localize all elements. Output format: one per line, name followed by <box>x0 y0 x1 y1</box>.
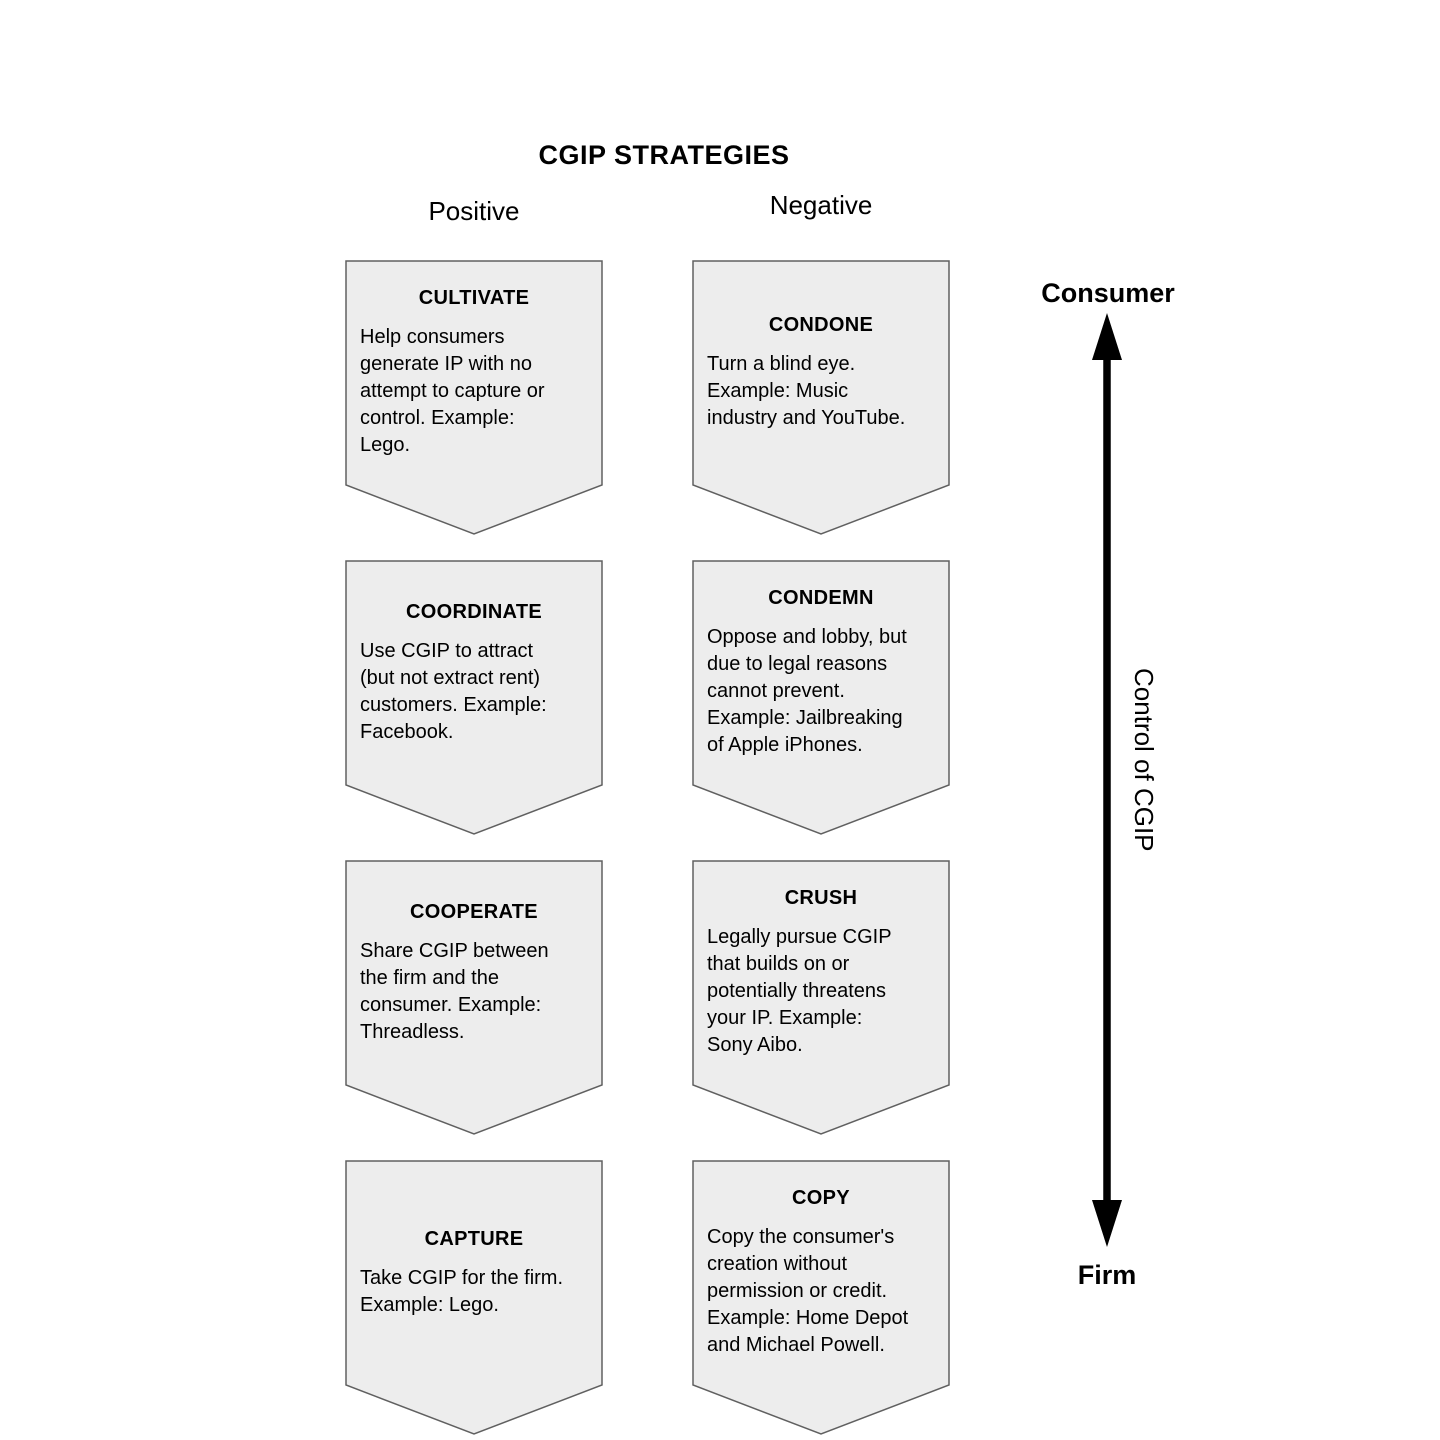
axis-label-control-of-cgip: Control of CGIP <box>1129 668 1159 852</box>
box-title: COOPERATE <box>410 900 538 923</box>
box-content: CONDEMN Oppose and lobby, but due to leg… <box>692 560 950 786</box>
box-title: CONDEMN <box>768 587 874 609</box>
box-title: CULTIVATE <box>418 287 530 309</box>
box-content: CULTIVATE Help consumers generate IP wit… <box>345 260 603 486</box>
axis-label-firm: Firm <box>1077 1260 1137 1290</box>
strategy-box-cultivate: CULTIVATE Help consumers generate IP wit… <box>345 260 603 536</box>
axis-label-consumer: Consumer <box>1041 278 1175 308</box>
strategy-box-crush: CRUSH Legally pursue CGIP that builds on… <box>692 860 950 1136</box>
box-body: Oppose and lobby, but due to legal reaso… <box>707 626 907 756</box>
column-header-negative: Negative <box>769 190 873 220</box>
page-title: CGIP STRATEGIES <box>538 140 790 170</box>
double-arrow-icon <box>1092 313 1122 1247</box>
banner-pentagon-shape <box>345 1160 603 1435</box>
banner-pentagon-shape <box>345 860 603 1135</box>
strategy-box-copy: COPY Copy the consumer's creation withou… <box>692 1160 950 1436</box>
banner-pentagon-shape <box>692 860 950 1135</box>
banner-pentagon-shape <box>692 1160 950 1435</box>
box-body: Take CGIP for the firm. Example: Lego. <box>360 1266 564 1316</box>
box-title: CONDONE <box>768 314 874 336</box>
box-content: COPY Copy the consumer's creation withou… <box>692 1160 950 1386</box>
box-content: COOPERATE Share CGIP between the firm an… <box>345 860 603 1086</box>
banner-pentagon-shape <box>692 260 950 535</box>
box-content: CRUSH Legally pursue CGIP that builds on… <box>692 860 950 1086</box>
box-content: COORDINATE Use CGIP to attract (but not … <box>345 560 603 786</box>
banner-pentagon-shape <box>345 260 603 535</box>
box-title: CAPTURE <box>424 1227 524 1250</box>
box-title: COORDINATE <box>406 600 542 623</box>
strategy-box-cooperate: COOPERATE Share CGIP between the firm an… <box>345 860 603 1136</box>
box-title: COPY <box>792 1187 850 1209</box>
strategy-box-coordinate: COORDINATE Use CGIP to attract (but not … <box>345 560 603 836</box>
strategy-box-condone: CONDONE Turn a blind eye. Example: Music… <box>692 260 950 536</box>
box-title: CRUSH <box>784 887 858 909</box>
box-body: Share CGIP between the firm and the cons… <box>360 939 549 1043</box>
box-body: Copy the consumer's creation without per… <box>707 1226 909 1356</box>
banner-pentagon-shape <box>692 560 950 835</box>
strategy-box-capture: CAPTURE Take CGIP for the firm. Example:… <box>345 1160 603 1436</box>
box-content: CONDONE Turn a blind eye. Example: Music… <box>692 260 950 486</box>
strategy-box-condemn: CONDEMN Oppose and lobby, but due to leg… <box>692 560 950 836</box>
box-body: Use CGIP to attract (but not extract ren… <box>360 639 547 743</box>
box-body: Legally pursue CGIP that builds on or po… <box>707 926 892 1056</box>
box-body: Help consumers generate IP with no attem… <box>360 326 545 456</box>
box-content: CAPTURE Take CGIP for the firm. Example:… <box>345 1160 603 1386</box>
column-header-positive: Positive <box>428 196 520 226</box>
box-body: Turn a blind eye. Example: Music industr… <box>707 353 906 429</box>
banner-pentagon-shape <box>345 560 603 835</box>
